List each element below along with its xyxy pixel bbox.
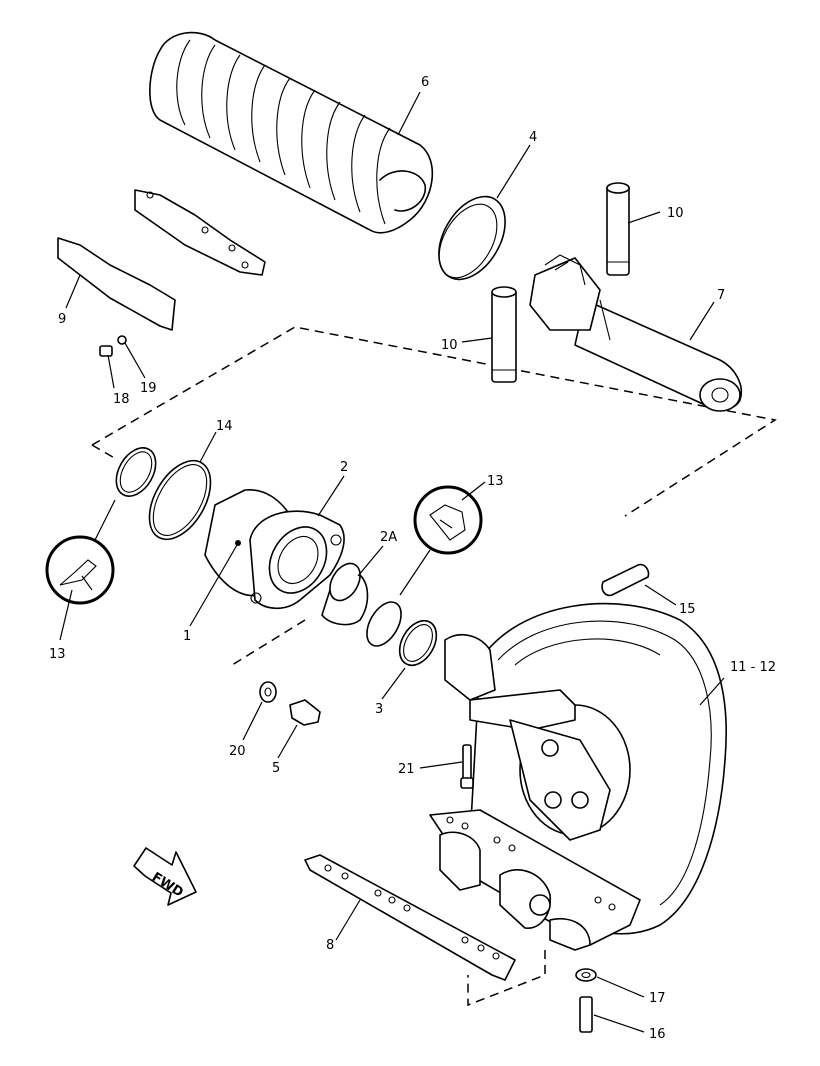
callout-8: 8: [326, 938, 334, 953]
callout-labels: 6 4 10 7 10 9 18 19 14 2 13 2A 13 1 3 15…: [49, 75, 776, 1042]
bolt-21: [460, 744, 474, 789]
group-outline-upper: [91, 326, 777, 517]
pin-lower: [491, 286, 517, 383]
washer-bolt-lower: [575, 968, 597, 1033]
callout-9: 9: [58, 312, 66, 327]
recoil-spring: [149, 31, 434, 234]
callout-14: 14: [216, 419, 233, 434]
disc: [438, 195, 506, 281]
callout-18: 18: [113, 392, 130, 407]
detail-circle-left: [45, 499, 116, 605]
callout-7: 7: [717, 288, 725, 303]
detail-circle-right: [399, 485, 483, 596]
callout-16: 16: [649, 1027, 666, 1042]
forward-arrow-icon: FWD: [133, 847, 197, 906]
seal-ring: [366, 601, 438, 667]
callout-13-right: 13: [487, 474, 504, 489]
callout-3: 3: [375, 702, 383, 717]
bolt-washer-small: [99, 335, 127, 357]
callout-6: 6: [421, 75, 429, 90]
washer-bolt: [259, 681, 321, 726]
callout-2: 2: [340, 460, 348, 475]
callout-5: 5: [272, 761, 280, 776]
callout-20: 20: [229, 744, 246, 759]
callout-11-12: 11 - 12: [730, 660, 776, 675]
callout-1: 1: [183, 629, 191, 644]
bearing-housing: [204, 489, 345, 610]
callout-2A: 2A: [380, 530, 397, 545]
callout-15: 15: [679, 602, 696, 617]
idler-wheel: [429, 602, 727, 951]
o-ring-large: [148, 459, 212, 541]
o-ring-small: [115, 447, 157, 497]
pin-15: [601, 563, 650, 597]
guard-plate: [57, 189, 266, 331]
leader-lines: [59, 91, 725, 1033]
hydraulic-cylinder: [529, 254, 742, 412]
callout-10-upper: 10: [667, 206, 684, 221]
pin-upper: [606, 182, 630, 276]
callout-13-left: 13: [49, 647, 66, 662]
sleeve-bearing: [321, 562, 369, 626]
callout-10-lower: 10: [441, 338, 458, 353]
group-outline-lower: [231, 619, 546, 1007]
callout-4: 4: [529, 130, 537, 145]
callout-17: 17: [649, 991, 666, 1006]
callout-21: 21: [398, 762, 415, 777]
guide-plate: [304, 854, 516, 981]
callout-19: 19: [140, 381, 157, 396]
